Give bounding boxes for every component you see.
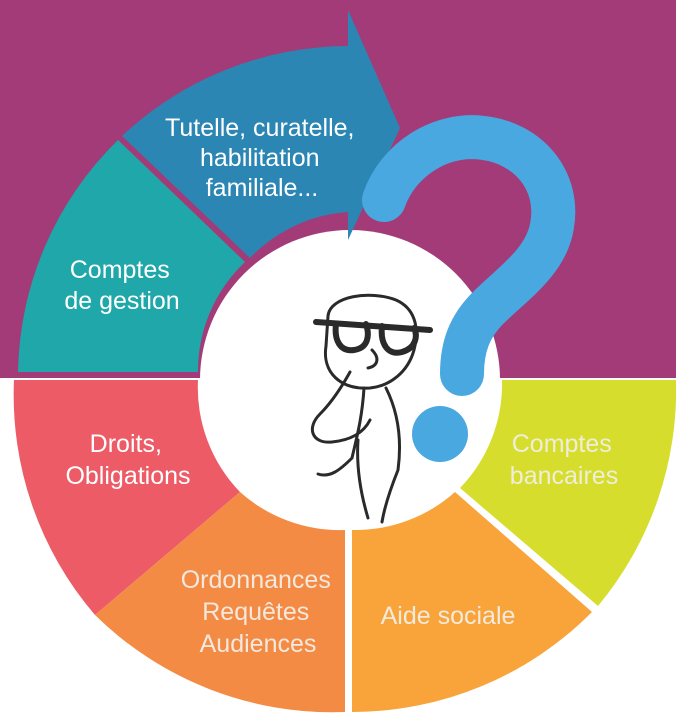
person-glasses (313, 319, 433, 356)
question-mark-dot (412, 406, 468, 462)
label-comptes-gestion-line-1: Comptes (70, 256, 170, 284)
label-droits-line-1: Droits, (90, 430, 162, 458)
label-tutelle: Tutelle, curatelle, habilitation familia… (165, 114, 359, 202)
question-mark-icon (362, 115, 576, 462)
label-tutelle-line-3: familiale... (206, 174, 319, 202)
label-ordonnances-line-1: Ordonnances (181, 566, 331, 594)
label-comptes-bancaires-line-2: bancaires (510, 462, 618, 490)
label-comptes-gestion-line-2: de gestion (64, 287, 179, 315)
person-body (316, 386, 401, 524)
segment-droits-obligations (13, 380, 240, 615)
segment-ordonnances (95, 492, 345, 713)
label-droits: Droits, Obligations (65, 430, 190, 490)
label-aide-sociale-line-1: Aide sociale (381, 602, 516, 630)
label-ordonnances: Ordonnances Requêtes Audiences (181, 566, 336, 658)
label-droits-line-2: Obligations (65, 462, 190, 490)
question-mark-curve (362, 115, 576, 396)
label-comptes-bancaires-line-1: Comptes (512, 430, 612, 458)
segment-tutelle-arrow (122, 10, 400, 258)
thinking-person-icon (310, 293, 433, 524)
segment-comptes-gestion (18, 140, 245, 372)
label-comptes-bancaires: Comptes bancaires (510, 430, 618, 490)
label-tutelle-line-1: Tutelle, curatelle, (165, 114, 354, 142)
label-ordonnances-line-3: Audiences (200, 630, 317, 658)
person-nose (366, 348, 379, 370)
label-ordonnances-line-2: Requêtes (202, 598, 309, 626)
label-aide-sociale: Aide sociale (381, 602, 516, 630)
segment-comptes-bancaires (460, 380, 676, 606)
person-head (323, 293, 418, 390)
label-tutelle-line-2: habilitation (200, 144, 320, 172)
label-comptes-gestion: Comptes de gestion (64, 256, 179, 315)
segment-aide-sociale (352, 492, 592, 712)
